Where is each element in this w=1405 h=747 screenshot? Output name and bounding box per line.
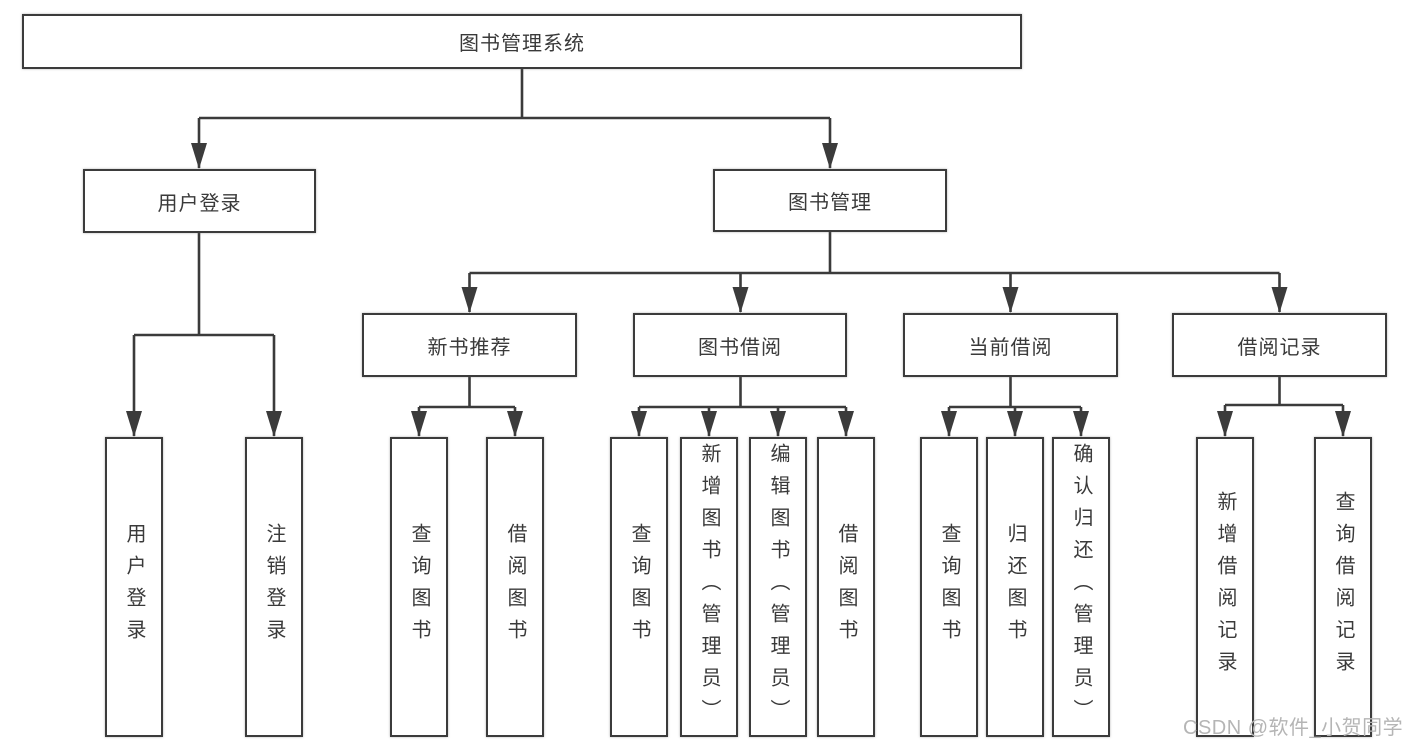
csdn-watermark: CSDN @软件_小贺同学 [1183,717,1404,739]
node-label: 借阅图书 [504,523,526,651]
node-label: 用户登录 [157,192,242,215]
leaf-query-borrow-record: 查询借阅记录 [1314,437,1372,737]
node-label: 图书管理 [788,192,872,214]
node-label: 查询图书 [628,523,650,651]
leaf-user-login: 用户登录 [105,437,163,737]
leaf-query-books-2: 查询图书 [610,437,668,737]
node-user-login: 用户登录 [83,169,316,233]
leaf-edit-books-admin: 编辑图书（管理员） [749,437,807,737]
node-borrowing-records: 借阅记录 [1172,313,1387,377]
node-current-borrowing: 当前借阅 [903,313,1118,377]
node-label: 新增借阅记录 [1214,491,1236,683]
node-label: 注销登录 [263,523,285,651]
node-book-management: 图书管理 [713,169,947,232]
leaf-borrow-books-2: 借阅图书 [817,437,875,737]
node-label: 图书管理系统 [459,33,585,55]
leaf-confirm-return-admin: 确认归还（管理员） [1052,437,1110,737]
node-label: 归还图书 [1004,523,1026,651]
leaf-add-borrow-record: 新增借阅记录 [1196,437,1254,737]
node-label: 当前借阅 [968,336,1053,359]
leaf-query-books-3: 查询图书 [920,437,978,737]
leaf-borrow-books-1: 借阅图书 [486,437,544,737]
node-label: 查询借阅记录 [1332,491,1354,683]
node-label: 查询图书 [408,523,430,651]
leaf-query-books-1: 查询图书 [390,437,448,737]
node-label: 编辑图书（管理员） [767,443,789,731]
leaf-return-books: 归还图书 [986,437,1044,737]
leaf-add-books-admin: 新增图书（管理员） [680,437,738,737]
node-new-book-recommendation: 新书推荐 [362,313,577,377]
node-label: 确认归还（管理员） [1070,443,1092,731]
node-label: 用户登录 [123,523,145,651]
node-library-management-system: 图书管理系统 [22,14,1022,69]
node-label: 查询图书 [938,523,960,651]
node-book-borrowing: 图书借阅 [633,313,847,377]
node-label: 借阅记录 [1237,336,1322,359]
node-label: 新增图书（管理员） [698,443,720,731]
node-label: 借阅图书 [835,523,857,651]
leaf-logout: 注销登录 [245,437,303,737]
node-label: 新书推荐 [427,336,512,359]
node-label: 图书借阅 [698,336,782,359]
